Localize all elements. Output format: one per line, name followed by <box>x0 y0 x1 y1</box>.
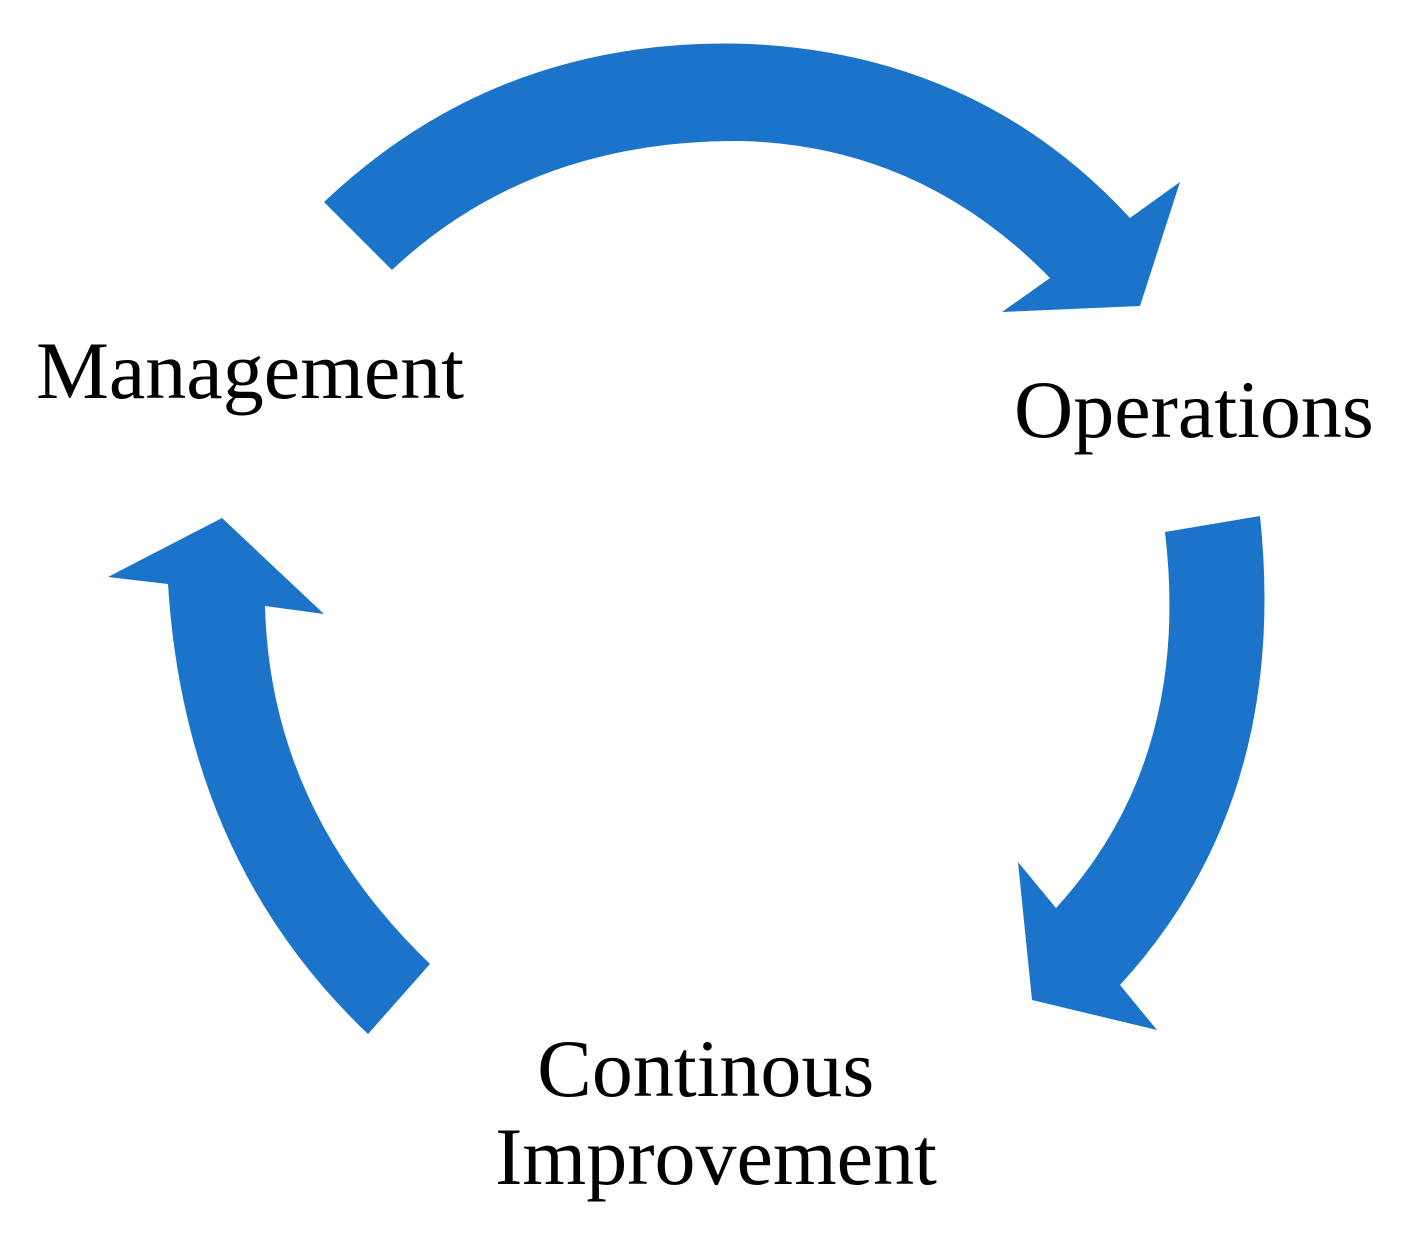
stage-label-management: Management <box>36 325 464 416</box>
stage-label-continuous-improvement: Continous Improvement <box>495 1023 937 1202</box>
arrow-continuous-improvement-to-management <box>108 518 430 1034</box>
arrow-operations-to-continuous-improvement <box>1018 516 1265 1030</box>
stage-label-line: Improvement <box>495 1111 937 1202</box>
stage-label-operations: Operations <box>1014 364 1374 455</box>
arrow-management-to-operations <box>324 43 1180 312</box>
stage-label-line: Continous <box>537 1023 874 1114</box>
